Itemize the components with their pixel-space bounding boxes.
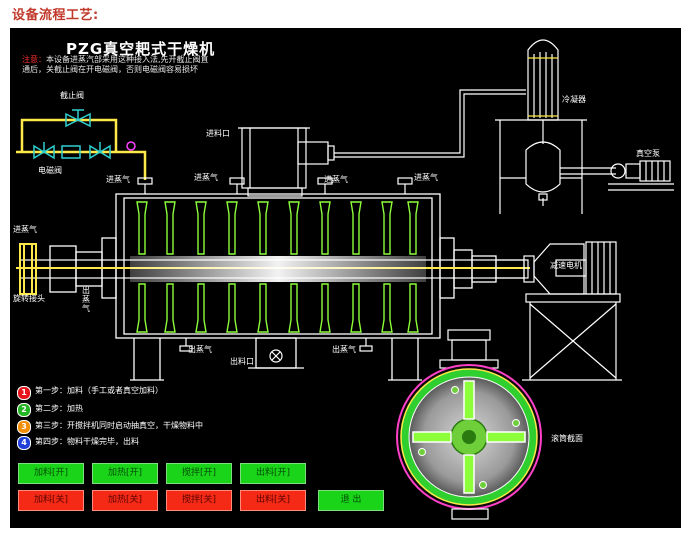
label-solenoid-valve: 电磁阀 — [38, 166, 62, 175]
discharge-valve-icon — [269, 349, 283, 363]
step-1: 1 第一步：加料（手工或者真空加料） — [17, 386, 165, 400]
label-steam-out-2: 出蒸气 — [332, 345, 356, 354]
rake-arm-lower — [381, 283, 393, 333]
motor-stand — [522, 293, 622, 381]
rake-arm-upper — [381, 201, 393, 255]
stir-on-button[interactable]: 搅拌[开] — [166, 463, 232, 484]
feed-hopper — [238, 127, 335, 197]
shaft-glow — [130, 256, 426, 282]
label-steam-in-4: 进蒸气 — [414, 173, 438, 182]
rake-arm-upper — [195, 201, 207, 255]
step-4-number: 4 — [17, 436, 31, 450]
label-condenser: 冷凝器 — [562, 95, 586, 104]
bottom-steam-nozzles — [179, 338, 373, 352]
label-reducer-motor: 减速电机 — [550, 261, 582, 270]
rake-arm-lower — [226, 283, 238, 333]
top-steam-nozzles — [137, 177, 413, 194]
diagram-title: PZG真空耙式干燥机 — [66, 40, 216, 58]
rake-arm-upper — [257, 201, 269, 255]
label-steam-out-1: 出蒸气 — [188, 345, 212, 354]
step-1-text: 第一步：加料（手工或者真空加料） — [35, 386, 163, 395]
operation-note: 注意：本设备进蒸汽部采用这种接入法,先开截止阀直 通后，关截止阀在开电磁阀，否则… — [22, 55, 209, 75]
feed-off-button[interactable]: 加料[关] — [18, 490, 84, 511]
rake-arm-lower — [164, 283, 176, 333]
label-stop-valve: 截止阀 — [60, 91, 84, 100]
rake-arm-upper — [319, 201, 331, 255]
label-steam-in-left: 进蒸气 — [13, 225, 37, 234]
dryer-body — [49, 193, 497, 381]
rake-arm-lower — [407, 283, 419, 333]
rake-arm-lower — [195, 283, 207, 333]
exit-button[interactable]: 退 出 — [318, 490, 384, 511]
heat-on-button[interactable]: 加热[开] — [92, 463, 158, 484]
step-4-text: 第四步：物料干燥完毕，出料 — [35, 437, 139, 446]
label-steam-out-left: 出 蒸 气 — [82, 286, 90, 313]
note-line-1: 本设备进蒸汽部采用这种接入法,先开截止阀直 — [46, 55, 209, 64]
step-4: 4 第四步：物料干燥完毕，出料 — [17, 436, 139, 450]
label-feed-port: 进料口 — [206, 129, 230, 138]
stop-valve-icon — [65, 109, 91, 128]
rake-arm-lower — [288, 283, 300, 333]
solenoid-valve-icon — [33, 142, 111, 160]
rake-arm-upper — [407, 201, 419, 255]
step-1-number: 1 — [17, 386, 31, 400]
label-rotary-joint: 旋转接头 — [13, 294, 45, 303]
discharge-off-button[interactable]: 出料[关] — [240, 490, 306, 511]
rake-arm-lower — [350, 283, 362, 333]
reducer-motor — [555, 241, 617, 295]
label-steam-in-3: 进蒸气 — [324, 175, 348, 184]
rake-arm-upper — [136, 201, 148, 255]
stir-off-button[interactable]: 搅拌[关] — [166, 490, 232, 511]
dryer-schematic — [16, 39, 674, 520]
rake-arm-upper — [226, 201, 238, 255]
vacuum-piping — [334, 89, 526, 158]
page-heading: 设备流程工艺: — [12, 8, 99, 23]
note-prefix: 注意： — [22, 55, 46, 64]
vacuum-pump — [608, 160, 674, 191]
rake-arms — [136, 201, 419, 333]
steam-inlet-piping — [16, 118, 147, 180]
rake-arm-upper — [164, 201, 176, 255]
label-steam-in-2: 进蒸气 — [194, 173, 218, 182]
label-vacuum-pump: 真空泵 — [636, 149, 660, 158]
label-discharge-port: 出料口 — [230, 357, 254, 366]
label-drum-section: 滚筒截面 — [551, 434, 583, 443]
step-2-text: 第二步：加热 — [35, 404, 83, 413]
discharge-on-button[interactable]: 出料[开] — [240, 463, 306, 484]
step-2-number: 2 — [17, 403, 31, 417]
drum-cross-section — [396, 329, 542, 520]
feed-on-button[interactable]: 加料[开] — [18, 463, 84, 484]
step-3: 3 第三步：开搅拌机同时启动抽真空，干燥物料中 — [17, 420, 203, 434]
rake-arm-upper — [288, 201, 300, 255]
step-2: 2 第二步：加热 — [17, 403, 83, 417]
pressure-gauge-icon — [126, 141, 136, 151]
note-line-2: 通后，关截止阀在开电磁阀，否则电磁阀容易损坏 — [22, 65, 198, 74]
heat-off-button[interactable]: 加热[关] — [92, 490, 158, 511]
label-steam-in-1: 进蒸气 — [106, 175, 130, 184]
step-3-text: 第三步：开搅拌机同时启动抽真空，干燥物料中 — [35, 421, 203, 430]
rake-arm-upper — [350, 201, 362, 255]
condenser — [495, 39, 616, 214]
rotary-joint — [19, 243, 37, 295]
process-diagram-panel: PZG真空耙式干燥机 注意：本设备进蒸汽部采用这种接入法,先开截止阀直 通后，关… — [10, 28, 681, 528]
rake-arm-lower — [319, 283, 331, 333]
step-3-number: 3 — [17, 420, 31, 434]
rake-arm-lower — [136, 283, 148, 333]
rake-arm-lower — [257, 283, 269, 333]
